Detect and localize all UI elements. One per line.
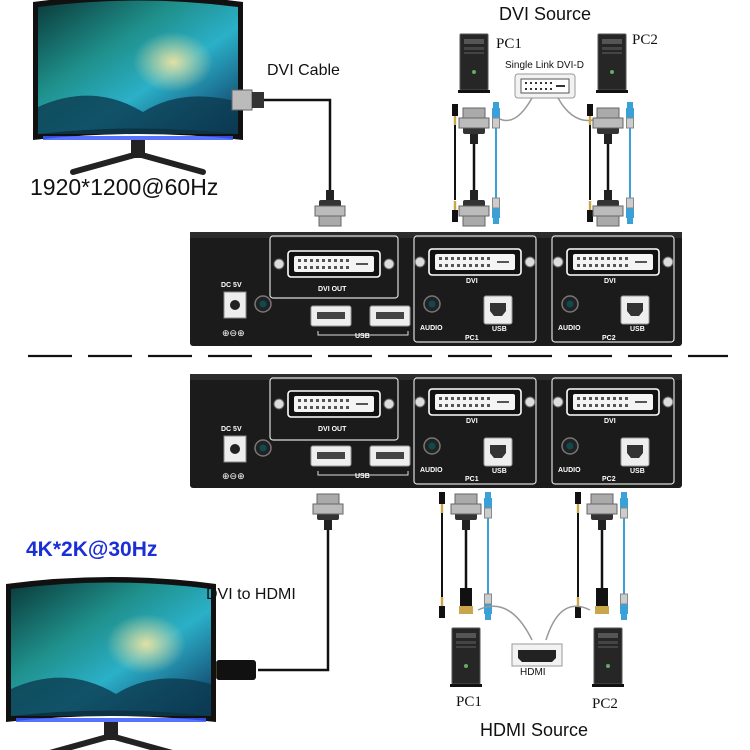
top-pc1-dvi-label: DVI [466, 278, 478, 285]
bottom-pc2-cables [575, 491, 629, 621]
top-cable-label: DVI Cable [267, 62, 340, 79]
bottom-connector-arrows [477, 605, 591, 641]
top-connector-arrows [497, 97, 601, 122]
bottom-usb-label: USB [355, 473, 370, 480]
bottom-pc2-tower [591, 627, 625, 688]
hdmi-connector [511, 643, 563, 667]
top-pc2-dvi-label: DVI [604, 278, 616, 285]
bottom-pc1-panel-label: PC1 [465, 476, 479, 483]
top-monitor [33, 0, 243, 172]
bottom-polarity-label: ⊕⊖⊕ [222, 471, 245, 481]
top-resolution: 1920*1200@60Hz [30, 174, 219, 200]
top-kvm-dvi-plug [314, 189, 346, 227]
bottom-resolution: 4K*2K@30Hz [26, 538, 158, 561]
bottom-monitor [6, 577, 216, 750]
bottom-pc1-dvi-label: DVI [466, 418, 478, 425]
bottom-pc1-label: PC1 [456, 694, 482, 710]
top-pc2-audio-label: AUDIO [558, 325, 581, 332]
top-pc2-label: PC2 [632, 32, 658, 48]
top-polarity-label: ⊕⊖⊕ [222, 328, 245, 338]
top-power-label: DC 5V [221, 282, 242, 289]
bottom-pc2-audio-label: AUDIO [558, 467, 581, 474]
top-pc1-cables [452, 101, 501, 227]
bottom-pc1-tower [449, 627, 483, 688]
bottom-dvi-to-hdmi-cable [258, 528, 330, 672]
top-pc2-tower [595, 33, 629, 94]
top-connector-label: Single Link DVI-D [505, 60, 584, 71]
bottom-power-label: DC 5V [221, 426, 242, 433]
top-source-title: DVI Source [499, 4, 592, 24]
bottom-pc1-usb-label: USB [492, 468, 507, 475]
bottom-pc1-cables [439, 491, 493, 621]
top-pc1-tower [457, 33, 491, 94]
bottom-dvi-out-label: DVI OUT [318, 426, 347, 433]
bottom-pc2-usb-label: USB [630, 468, 645, 475]
single-link-dvi-d-connector [514, 73, 576, 99]
top-monitor-dvi-plug [231, 89, 264, 111]
top-pc2-usb-label: USB [630, 326, 645, 333]
bottom-source-title: HDMI Source [480, 720, 589, 740]
top-kvm-panel [190, 232, 682, 346]
bottom-pc2-panel-label: PC2 [602, 476, 616, 483]
bottom-kvm-panel [190, 374, 682, 488]
top-dvi-cable [262, 98, 332, 194]
top-pc1-audio-label: AUDIO [420, 325, 443, 332]
top-pc1-panel-label: PC1 [465, 335, 479, 342]
top-pc1-usb-label: USB [492, 326, 507, 333]
bottom-pc1-audio-label: AUDIO [420, 467, 443, 474]
bottom-pc2-dvi-label: DVI [604, 418, 616, 425]
top-dvi-out-label: DVI OUT [318, 286, 347, 293]
bottom-kvm-dvi-plug [312, 493, 344, 531]
top-usb-label: USB [355, 333, 370, 340]
bottom-pc2-label: PC2 [592, 696, 618, 712]
bottom-cable-label: DVI to HDMI [206, 586, 296, 603]
top-pc1-label: PC1 [496, 36, 522, 52]
hdmi-connector-label: HDMI [520, 667, 546, 678]
top-pc2-cables [587, 101, 635, 227]
top-pc2-panel-label: PC2 [602, 335, 616, 342]
